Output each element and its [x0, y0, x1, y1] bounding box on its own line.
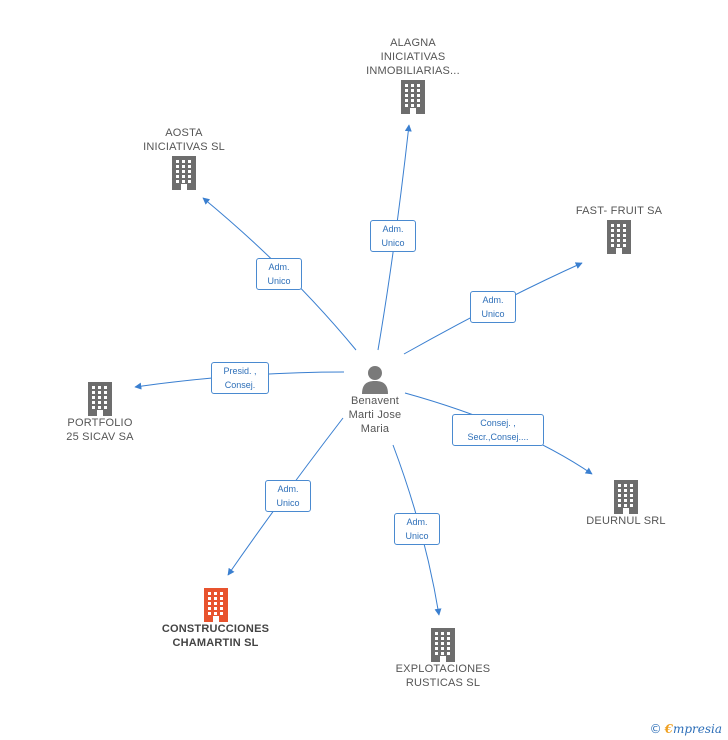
company-label: AOSTA INICIATIVAS SL — [143, 127, 225, 153]
building-icon — [431, 628, 455, 662]
company-node-aosta[interactable]: AOSTA INICIATIVAS SL — [124, 126, 244, 190]
company-label: ALAGNA INICIATIVAS INMOBILIARIAS... — [366, 37, 460, 77]
building-icon — [607, 220, 631, 254]
building-icon — [614, 480, 638, 514]
building-icon — [203, 588, 228, 622]
company-node-construcciones[interactable]: CONSTRUCCIONES CHAMARTIN SL — [148, 586, 283, 650]
building-icon — [401, 80, 425, 114]
person-icon — [362, 366, 388, 394]
company-label: EXPLOTACIONES RUSTICAS SL — [395, 663, 491, 689]
company-node-portfolio[interactable]: PORTFOLIO 25 SICAV SA — [40, 380, 160, 444]
building-icon — [172, 156, 196, 190]
company-node-explotaciones[interactable]: EXPLOTACIONES RUSTICAS SL — [383, 626, 503, 690]
company-node-alagna[interactable]: ALAGNA INICIATIVAS INMOBILIARIAS... — [353, 36, 473, 114]
empresia-logo: ©€mpresia — [649, 722, 722, 736]
company-node-fastfruit[interactable]: FAST- FRUIT SA — [559, 204, 679, 254]
edge-label-alagna: Adm. Unico — [370, 220, 416, 252]
building-icon — [88, 382, 112, 416]
edge-label-portfolio: Presid. , Consej. — [211, 362, 269, 394]
company-label: DEURNUL SRL — [586, 515, 666, 527]
edge-label-explotaciones: Adm. Unico — [394, 513, 440, 545]
company-label: FAST- FRUIT SA — [575, 205, 663, 217]
edge-label-fastfruit: Adm. Unico — [470, 291, 516, 323]
company-label: PORTFOLIO 25 SICAV SA — [66, 417, 134, 443]
company-label: CONSTRUCCIONES CHAMARTIN SL — [161, 623, 270, 649]
edge-label-deurnul: Consej. , Secr.,Consej.... — [452, 414, 544, 446]
copyright-icon: © — [649, 722, 662, 736]
person-name: Benavent Marti Jose Maria — [348, 395, 402, 435]
company-node-deurnul[interactable]: DEURNUL SRL — [566, 478, 686, 528]
edge-label-construcciones: Adm. Unico — [265, 480, 311, 512]
edge-label-aosta: Adm. Unico — [256, 258, 302, 290]
person-node[interactable]: Benavent Marti Jose Maria — [335, 364, 415, 436]
